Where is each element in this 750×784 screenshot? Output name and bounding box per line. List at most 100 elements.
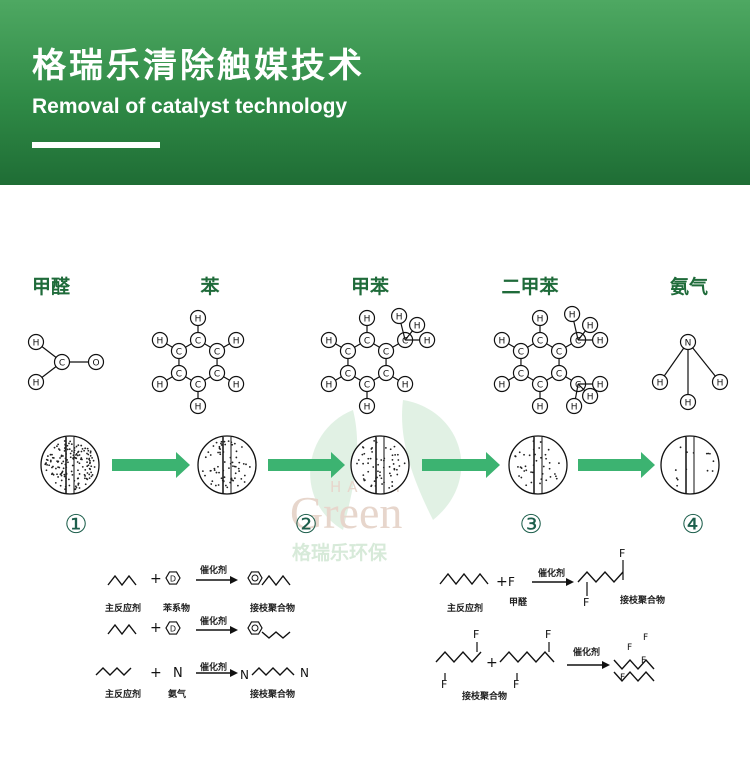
watermark-line3: 格瑞乐环保 — [292, 542, 388, 564]
crosslink-zigzag-1 — [613, 658, 655, 671]
filter-disc-1-particle — [84, 447, 87, 450]
filter-disc-3-particle — [403, 462, 406, 465]
filter-disc-3-particle — [367, 457, 370, 460]
filter-disc-2-particle — [220, 477, 223, 480]
product-f2: F — [619, 547, 625, 560]
benzene-h-symbol: H — [233, 337, 240, 347]
ammonia-h1-circle — [651, 373, 669, 391]
filter-disc-1-particle — [69, 452, 72, 455]
filter-disc-3-particle — [391, 481, 394, 483]
filter-disc-3-particle — [398, 465, 401, 467]
filter-disc-3-particle — [395, 468, 398, 471]
filter-disc-2-particle — [222, 480, 225, 483]
xylene-methyl-h-circle — [592, 375, 609, 393]
filter-disc-1-particle — [57, 466, 59, 469]
filter-disc-1-particle — [89, 451, 92, 454]
filter-disc-1-particle — [75, 445, 78, 448]
benzene-c-symbol: C — [214, 370, 220, 380]
polymer-f3: F — [545, 628, 551, 641]
filter-disc-1-particle — [68, 448, 71, 451]
xylene-methyl-c-symbol: C — [575, 337, 581, 347]
filter-disc-3-particle — [375, 441, 378, 444]
xylene-methyl-h-symbol: H — [587, 393, 594, 403]
benzene-c-symbol: C — [195, 381, 201, 391]
filter-disc-4-particle — [514, 455, 517, 457]
xylene-methyl-h-circle — [582, 387, 599, 405]
toluene-c-symbol: C — [364, 337, 370, 347]
filter-disc-1-particle — [49, 460, 52, 463]
filter-disc-2-particle — [201, 470, 204, 473]
filter-disc-3-particle — [375, 477, 377, 480]
filter-disc-1-particle — [60, 472, 63, 475]
filter-disc-1-particle — [55, 467, 57, 470]
filter-disc-2-particle — [214, 484, 217, 487]
filter-disc-2-particle — [209, 454, 212, 456]
filter-disc-1-particle — [77, 450, 80, 453]
reaction-arrow-2-head — [230, 626, 238, 634]
filter-disc-4-particle — [517, 466, 519, 468]
ammonia-h2-symbol: H — [717, 379, 724, 389]
benzene-c-circle — [170, 342, 188, 360]
filter-disc-3-particle — [362, 474, 365, 477]
formaldehyde-c-symbol: C — [59, 359, 65, 369]
reaction-arrow-1-head — [230, 576, 238, 584]
graft-polymer-label-1: 接枝聚合物 — [250, 604, 296, 614]
filter-disc-4-particle — [554, 473, 556, 475]
main-reactant-label-1: 主反应剂 — [105, 604, 142, 614]
filter-disc-1-particle — [45, 458, 48, 461]
filter-disc-4-particle — [539, 482, 541, 485]
ammonia-h1-symbol: H — [657, 379, 664, 389]
toluene-c-circle — [339, 342, 357, 360]
filter-disc-2-particle — [222, 451, 225, 453]
compound-label-benzene: 苯 — [200, 276, 220, 298]
toluene-h-circle — [358, 309, 376, 327]
filter-disc-1-particle — [87, 453, 90, 456]
filter-disc-2-particle — [210, 483, 213, 485]
formaldehyde-h2-symbol: H — [33, 379, 40, 389]
filter-disc-3-particle — [377, 463, 380, 466]
filter-disc-3-particle — [373, 480, 376, 483]
xylene-c-circle — [550, 364, 568, 382]
toluene-c-circle — [358, 331, 376, 349]
filter-disc-5-particle — [707, 452, 710, 455]
plus-sign-2: + — [150, 620, 162, 636]
filter-disc-3-particle — [390, 474, 392, 477]
benzene-c-circle — [208, 364, 226, 382]
catalyst-label-4: 催化剂 — [538, 569, 566, 579]
polymer-f2: F — [441, 678, 447, 691]
step-number-3: ③ — [519, 510, 543, 540]
header-banner: 格瑞乐清除触媒技术 Removal of catalyst technology — [0, 0, 750, 185]
filter-disc-5-particle — [675, 477, 678, 480]
benzene-c-circle — [189, 331, 207, 349]
catalyst-label-1: 催化剂 — [200, 566, 228, 576]
filter-disc-2-particle — [238, 461, 241, 464]
reactant-zigzag-4 — [439, 572, 489, 586]
filter-disc-5-particle — [686, 451, 688, 454]
compound-label-toluene: 甲苯 — [350, 276, 390, 298]
filter-disc-1-particle — [90, 475, 93, 478]
xylene-methyl-h-circle — [566, 397, 583, 415]
filter-disc-2-particle — [229, 456, 232, 459]
filter-disc-4-particle — [539, 441, 542, 443]
filter-disc-3-particle — [396, 473, 399, 476]
filter-disc-1-particle — [77, 484, 80, 486]
filter-disc-2-particle — [242, 462, 245, 465]
filter-disc-1-particle — [63, 475, 66, 478]
filter-disc-1-particle — [67, 478, 70, 481]
filter-disc-3-particle — [396, 453, 399, 456]
toluene-c-symbol: C — [383, 348, 389, 358]
plus-sign-4: + — [496, 574, 508, 590]
product-f1: F — [583, 596, 589, 609]
filter-disc-1-particle — [63, 447, 66, 450]
filter-disc-1-particle — [89, 459, 91, 462]
filter-disc-4-particle — [540, 456, 542, 459]
filter-disc-2-particle — [224, 484, 227, 487]
filter-disc-1-particle — [81, 465, 84, 468]
formaldehyde-c-circle — [53, 353, 71, 371]
filter-disc-1-particle — [73, 456, 75, 459]
toluene-h-symbol: H — [402, 381, 409, 391]
filter-disc-2-particle — [229, 462, 232, 465]
process-arrow-3-head — [486, 452, 500, 478]
filter-disc-4-particle — [528, 454, 531, 457]
graft-polymer-label-4: 接枝聚合物 — [462, 692, 508, 702]
